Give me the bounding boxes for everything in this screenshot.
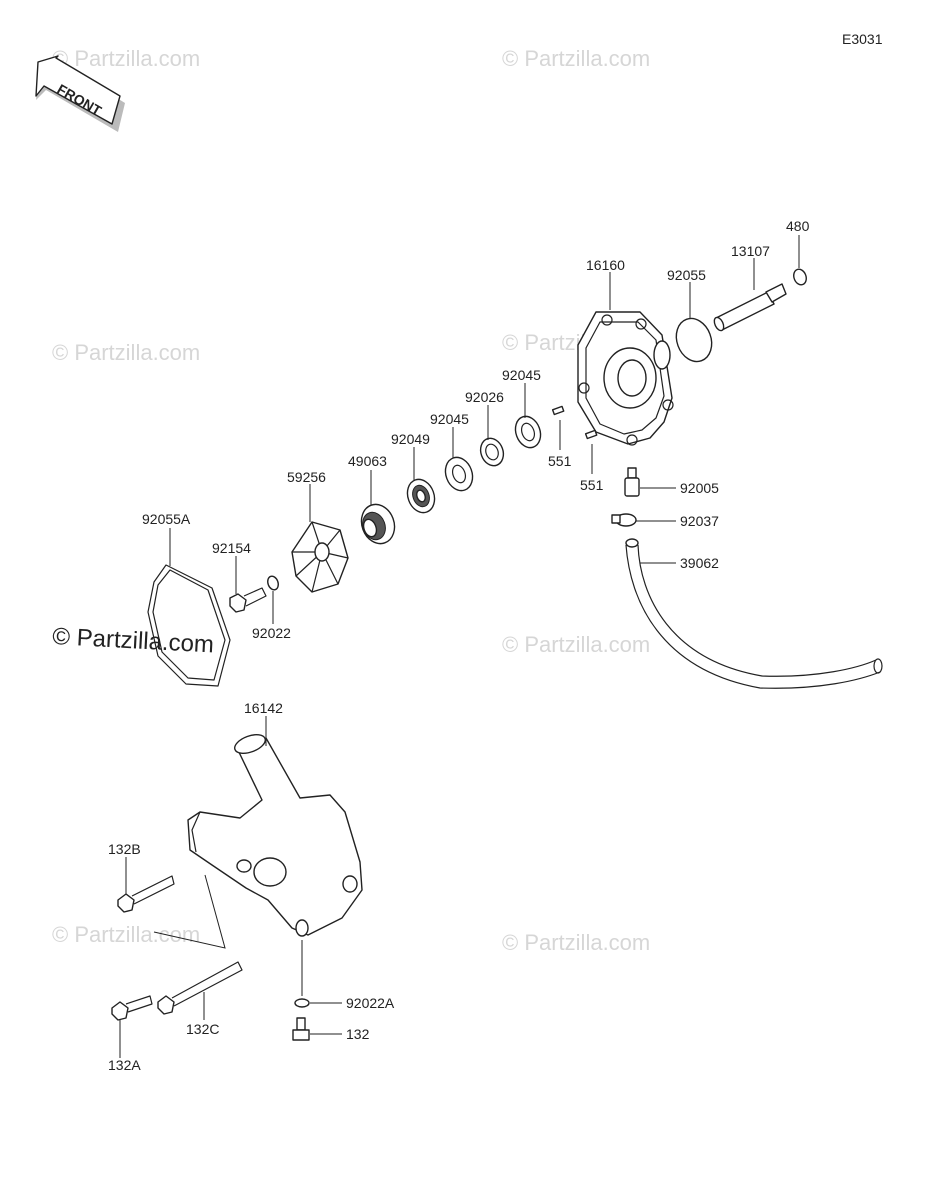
callout-92005: 92005 xyxy=(680,480,719,496)
callout-92055A: 92055A xyxy=(142,511,191,527)
watermark-2: © Partzilla.com xyxy=(502,46,650,71)
bolt-132 xyxy=(292,1017,310,1041)
callout-92026: 92026 xyxy=(465,389,504,405)
hose-39062 xyxy=(625,538,883,689)
housing-cover-16160 xyxy=(577,311,674,446)
circlip-480 xyxy=(793,268,807,286)
callout-92022: 92022 xyxy=(252,625,291,641)
o-ring-92055 xyxy=(675,317,713,363)
bolt-92154 xyxy=(229,587,267,613)
bearing-92045-upper xyxy=(514,415,542,449)
washer-92022A xyxy=(294,998,310,1008)
callout-132: 132 xyxy=(346,1026,370,1042)
gasket-92055A-inner xyxy=(152,569,226,681)
bearing-92045-lower xyxy=(444,456,474,492)
guide-lines xyxy=(153,874,226,949)
callout-132B: 132B xyxy=(108,841,141,857)
watermarks: © Partzilla.com © Partzilla.com © Partzi… xyxy=(52,46,651,955)
callout-92045-upper: 92045 xyxy=(502,367,541,383)
impeller-59256 xyxy=(291,521,349,593)
callout-92022A: 92022A xyxy=(346,995,395,1011)
callout-16142: 16142 xyxy=(244,700,283,716)
callout-92049: 92049 xyxy=(391,431,430,447)
callout-132C: 132C xyxy=(186,1021,219,1037)
diagram-code: E3031 xyxy=(842,31,883,47)
callout-92045-lower: 92045 xyxy=(430,411,469,427)
leader-lines xyxy=(119,235,800,1058)
callout-16160: 16160 xyxy=(586,257,625,273)
watermark-featured: © Partzilla.com xyxy=(52,623,215,658)
gasket-92055A xyxy=(147,564,231,687)
callout-59256: 59256 xyxy=(287,469,326,485)
callout-49063: 49063 xyxy=(348,453,387,469)
shaft-13107 xyxy=(713,283,787,332)
front-arrow-icon: FRONT xyxy=(35,55,125,132)
bolt-132C xyxy=(157,961,243,1015)
fitting-92005 xyxy=(624,467,640,497)
callout-13107: 13107 xyxy=(731,243,770,259)
pump-housing-16142 xyxy=(187,734,363,937)
clamp-92037 xyxy=(611,513,637,527)
watermark-6: © Partzilla.com xyxy=(52,922,200,947)
callout-39062: 39062 xyxy=(680,555,719,571)
callout-92154: 92154 xyxy=(212,540,251,556)
watermark-1: © Partzilla.com xyxy=(52,46,200,71)
callout-551-upper: 551 xyxy=(548,453,572,469)
callout-480: 480 xyxy=(786,218,810,234)
seal-92026 xyxy=(479,437,505,467)
washer-92022 xyxy=(267,575,279,591)
callout-551-lower: 551 xyxy=(580,477,604,493)
dowel-pin-551-lower xyxy=(584,429,598,440)
seal-92049 xyxy=(406,478,436,514)
watermark-7: © Partzilla.com xyxy=(502,930,650,955)
watermark-5: © Partzilla.com xyxy=(502,632,650,657)
watermark-3: © Partzilla.com xyxy=(52,340,200,365)
dowel-pin-551-upper xyxy=(551,405,565,416)
mechanical-seal-49063 xyxy=(360,503,396,545)
callout-92055: 92055 xyxy=(667,267,706,283)
bolt-132A xyxy=(111,995,153,1021)
callout-92037: 92037 xyxy=(680,513,719,529)
callouts: 16160 92055 13107 480 92045 92026 92045 … xyxy=(108,218,810,1073)
callout-132A: 132A xyxy=(108,1057,141,1073)
